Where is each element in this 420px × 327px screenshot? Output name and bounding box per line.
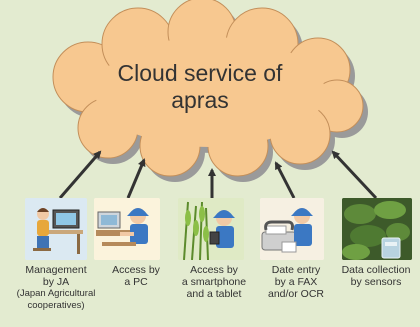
label-line: and/or OCR xyxy=(267,288,325,300)
label-sensors: Data collection by sensors xyxy=(328,264,420,288)
arrow-fax xyxy=(274,161,296,199)
arrow-pc xyxy=(126,158,146,199)
source-ja-management: Management by JA (Japan Agricultural coo… xyxy=(14,198,98,323)
label-pc: Access by a PC xyxy=(88,264,184,288)
source-pc: Access by a PC xyxy=(94,198,178,323)
sensor-icon xyxy=(342,198,412,260)
label-line: by JA xyxy=(42,276,70,288)
label-line: a PC xyxy=(124,276,148,288)
label-line: by a FAX xyxy=(274,276,318,288)
label-smartphone-tablet: Access by a smartphone and a tablet xyxy=(166,264,262,300)
label-line: Management xyxy=(25,264,87,276)
fax-ocr-icon xyxy=(260,198,324,260)
cloud-title: Cloud service of apras xyxy=(100,60,300,114)
label-line: and a tablet xyxy=(186,288,242,300)
cloud-title-line2: apras xyxy=(171,87,229,113)
pc-access-icon xyxy=(94,198,160,260)
smartphone-tablet-icon xyxy=(178,198,244,260)
label-line: Data collection xyxy=(341,264,411,276)
label-fax-ocr: Date entry by a FAX and/or OCR xyxy=(248,264,344,300)
label-line: cooperatives) xyxy=(27,300,85,311)
arrow-sensors xyxy=(331,150,378,200)
source-sensors: Data collection by sensors xyxy=(334,198,418,323)
source-fax-ocr: Date entry by a FAX and/or OCR xyxy=(254,198,338,323)
label-line: a smartphone xyxy=(181,276,247,288)
source-smartphone-tablet: Access by a smartphone and a tablet xyxy=(172,198,256,323)
label-line: (Japan Agricultural xyxy=(16,288,96,299)
label-line: by sensors xyxy=(350,276,402,288)
label-line: Access by xyxy=(190,264,238,276)
label-line: Date entry xyxy=(271,264,321,276)
label-line: Access by xyxy=(112,264,160,276)
arrow-ja xyxy=(58,150,102,199)
cloud-title-line1: Cloud service of xyxy=(117,60,283,86)
label-ja-management: Management by JA (Japan Agricultural coo… xyxy=(8,264,104,312)
ja-management-icon xyxy=(25,198,87,260)
